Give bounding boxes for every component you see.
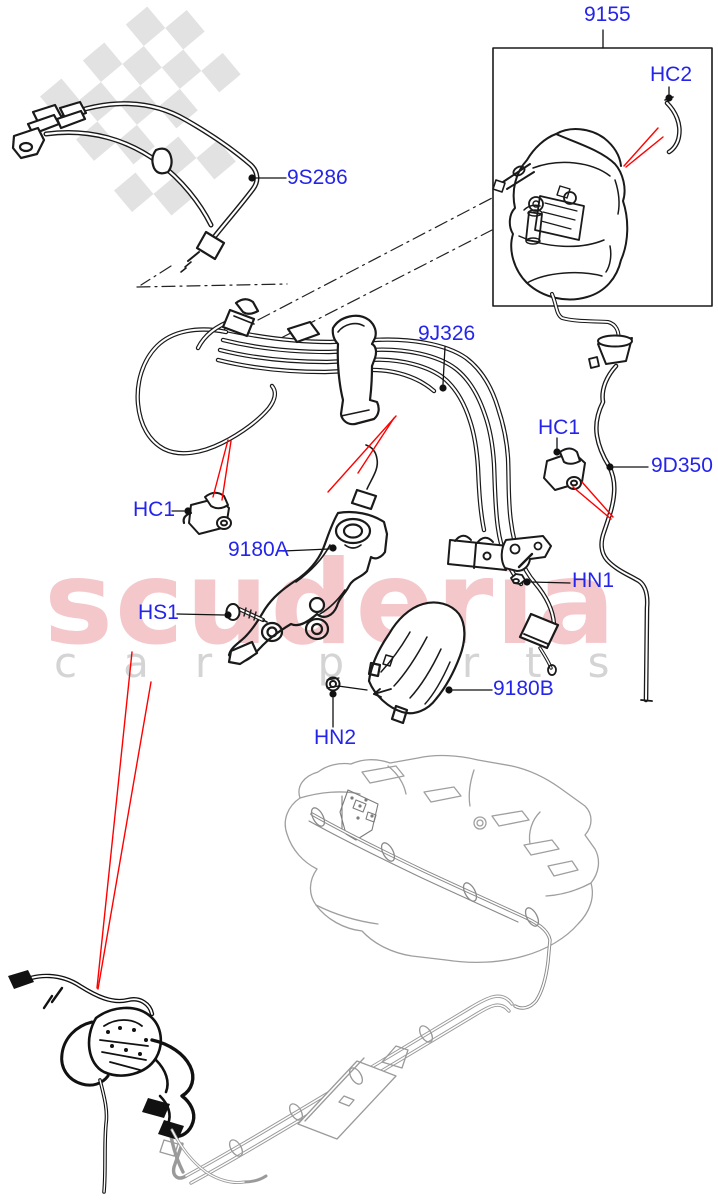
callout-hc1-left[interactable]: HC1 bbox=[133, 498, 176, 521]
callout-9180a[interactable]: 9180A bbox=[228, 538, 289, 561]
fuel-tank-ghost-art bbox=[284, 754, 600, 1010]
pipe-9d350-art bbox=[588, 334, 653, 703]
callout-hs1[interactable]: HS1 bbox=[138, 601, 179, 624]
reference-dash-lines bbox=[136, 197, 493, 339]
nut-hn2-art bbox=[325, 676, 341, 692]
part-9155-box bbox=[492, 47, 713, 343]
clip-hc1-right-art bbox=[543, 447, 586, 491]
clip-hc1-left-art bbox=[182, 491, 232, 535]
callout-hn2[interactable]: HN2 bbox=[314, 726, 357, 749]
callout-hc1-right[interactable]: HC1 bbox=[538, 416, 581, 439]
part-9s286-art bbox=[11, 100, 260, 273]
callout-9d350[interactable]: 9D350 bbox=[651, 454, 713, 477]
nut-hn1-art bbox=[510, 573, 526, 585]
callout-9s286[interactable]: 9S286 bbox=[287, 166, 348, 189]
underbody-pipes-ghost-art bbox=[168, 994, 514, 1185]
bracket-9180a-art bbox=[227, 444, 389, 666]
fuel-filter-art bbox=[492, 128, 629, 301]
callout-hn1[interactable]: HN1 bbox=[572, 569, 615, 592]
callout-9j326[interactable]: 9J326 bbox=[418, 322, 476, 345]
clip-hc2-art bbox=[664, 96, 682, 155]
red-arrows bbox=[96, 127, 664, 990]
callout-leaders bbox=[171, 29, 673, 728]
shield-9180b-art bbox=[367, 601, 466, 725]
engine-lines-art bbox=[8, 970, 268, 1194]
callout-9155[interactable]: 9155 bbox=[584, 3, 631, 26]
callout-hc2[interactable]: HC2 bbox=[650, 63, 693, 86]
bundle-9j326-art bbox=[135, 298, 560, 676]
callout-9180b[interactable]: 9180B bbox=[493, 677, 554, 700]
fastener-hs1-art bbox=[225, 603, 268, 623]
